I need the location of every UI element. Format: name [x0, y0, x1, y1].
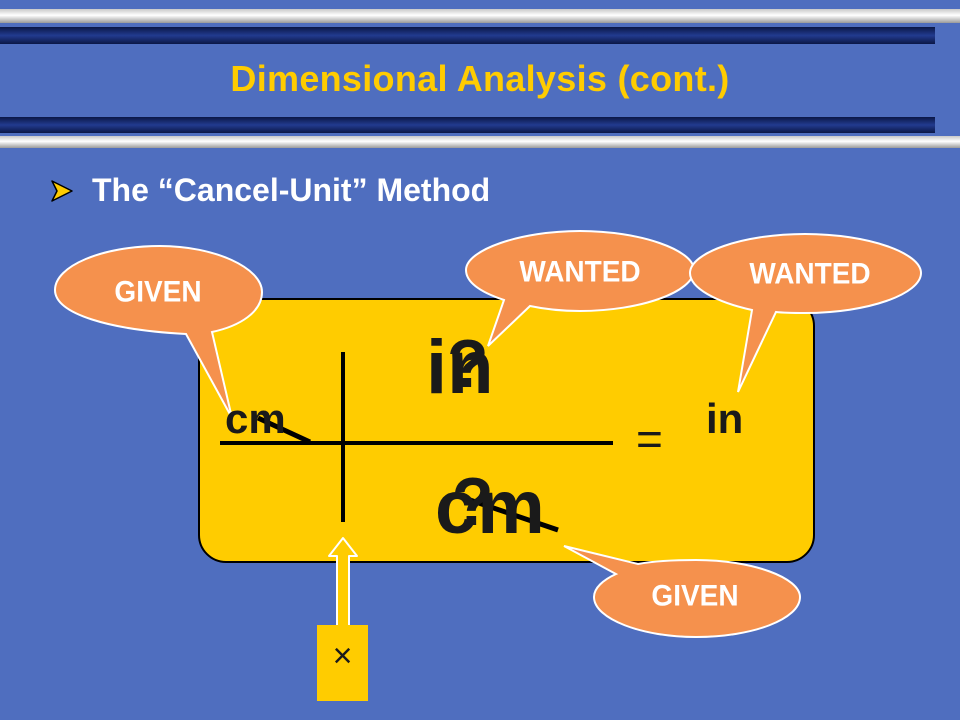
callout-given-bottom: [563, 545, 802, 639]
result-unit-in: in: [706, 395, 744, 442]
equals-sign: =: [636, 413, 663, 465]
denominator-unknown-marker: ?: [452, 464, 494, 540]
numerator-unknown-marker: ?: [447, 326, 489, 402]
callout-wanted-right: [688, 232, 923, 393]
arrow-bullet-icon: [51, 179, 73, 202]
callout-given-top-label: GIVEN: [114, 275, 202, 308]
title-bar-top-light: [0, 9, 960, 23]
cancel-stroke-cm-left: [256, 415, 312, 445]
callout-wanted-middle-label: WANTED: [519, 255, 641, 288]
title-bar-top-dark: [0, 27, 935, 44]
slide-title: Dimensional Analysis (cont.): [230, 58, 730, 99]
title-bar-bottom-light: [0, 136, 960, 148]
up-arrow-icon: [328, 537, 358, 627]
denominator-unit-cm: cm: [435, 465, 545, 550]
callout-wanted-right-label: WANTED: [749, 257, 871, 290]
bullet-text: The “Cancel-Unit” Method: [92, 172, 491, 208]
title-bar-bottom-dark: [0, 117, 935, 133]
multiply-box: ×: [317, 625, 368, 701]
multiply-symbol: ×: [332, 637, 353, 675]
callout-wanted-middle: [464, 229, 696, 347]
given-unit-cm: cm: [225, 395, 286, 442]
callout-given-top: [53, 244, 264, 419]
callout-given-bottom-label: GIVEN: [651, 579, 739, 612]
equation-panel: [198, 298, 815, 563]
cancel-stroke-cm-bottom: [469, 497, 559, 533]
numerator-unit-in: in: [426, 325, 494, 410]
bullet-row: The “Cancel-Unit” Method: [50, 172, 490, 209]
